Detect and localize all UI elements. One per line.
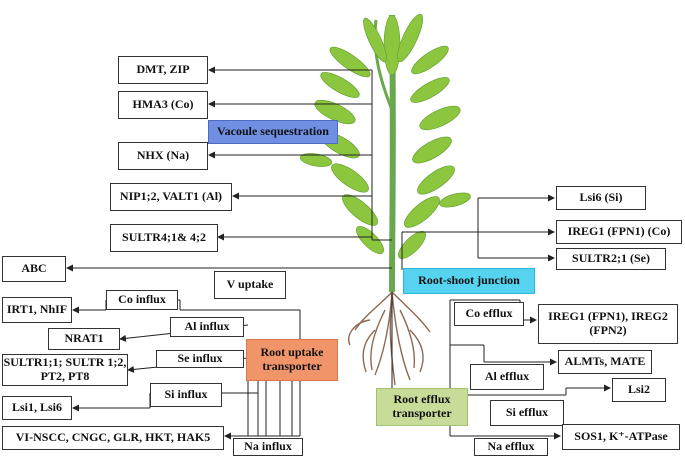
vi-nscc-box: VI-NSCC, CNGC, GLR, HKT, HAK5	[2, 426, 224, 450]
abc-label: ABC	[21, 261, 47, 276]
root-efflux-transporter-label: Root efflux transporter	[392, 392, 452, 420]
abc-box: ABC	[2, 256, 66, 282]
sultr4-box: SULTR4;1& 4;2	[110, 224, 218, 252]
lsi1-lsi6-label: Lsi1, Lsi6	[11, 400, 62, 415]
ireg1-ireg2-label: IREG1 (FPN1), IREG2 (FPN2)	[548, 309, 668, 337]
si-influx-label: Si influx	[164, 387, 208, 402]
nrat1-label: NRAT1	[64, 331, 104, 346]
se-influx-box: Se influx	[156, 350, 244, 368]
vi-nscc-label: VI-NSCC, CNGC, GLR, HKT, HAK5	[15, 430, 211, 445]
al-influx-label: Al influx	[184, 319, 230, 334]
nhx-label: NHX (Na)	[136, 148, 190, 163]
sultr1-label: SULTR1;1; SULTR 1;2, PT2, PT8	[3, 355, 127, 383]
si-efflux-label: Si efflux	[505, 405, 549, 420]
na-efflux-label: Na efflux	[487, 439, 535, 454]
ireg1-co-box: IREG1 (FPN1) (Co)	[556, 220, 682, 244]
nip-valt1-label: NIP1;2, VALT1 (Al)	[119, 189, 223, 204]
sultr2-label: SULTR2;1 (Se)	[572, 251, 650, 266]
v-uptake-label: V uptake	[226, 277, 274, 292]
root-shoot-junction-label: Root-shoot junction	[418, 273, 520, 288]
sultr1-box: SULTR1;1; SULTR 1;2, PT2, PT8	[2, 354, 128, 386]
lsi1-lsi6-box: Lsi1, Lsi6	[2, 396, 72, 420]
vacuole-sequestration-label: Vacoule sequestration	[217, 124, 329, 139]
hma3-label: HMA3 (Co)	[132, 97, 194, 112]
ireg1-ireg2-box: IREG1 (FPN1), IREG2 (FPN2)	[538, 304, 678, 344]
co-efflux-box: Co efflux	[454, 302, 524, 326]
almt-mate-box: ALMTs, MATE	[558, 350, 652, 374]
plant-illustration	[299, 13, 471, 386]
root-shoot-junction-box: Root-shoot junction	[403, 268, 535, 294]
sos1-label: SOS1, K⁺-ATPase	[574, 429, 668, 444]
ireg1-co-label: IREG1 (FPN1) (Co)	[567, 224, 671, 239]
vacuole-sequestration-box: Vacoule sequestration	[208, 120, 338, 144]
nrat1-box: NRAT1	[48, 328, 120, 350]
co-influx-label: Co influx	[118, 292, 166, 307]
na-influx-label: Na influx	[244, 439, 292, 454]
si-influx-box: Si influx	[150, 383, 222, 407]
root-efflux-transporter-box: Root efflux transporter	[376, 388, 468, 426]
hma3-box: HMA3 (Co)	[118, 91, 208, 119]
lsi2-label: Lsi2	[627, 382, 650, 397]
lsi6-si-label: Lsi6 (Si)	[579, 190, 623, 205]
root-uptake-transporter-box: Root uptake transporter	[246, 339, 338, 381]
sultr2-box: SULTR2;1 (Se)	[556, 248, 666, 270]
na-efflux-box: Na efflux	[474, 438, 548, 456]
almt-mate-label: ALMTs, MATE	[564, 354, 646, 369]
co-efflux-label: Co efflux	[465, 306, 513, 321]
al-efflux-box: Al efflux	[470, 364, 544, 390]
root-uptake-transporter-label: Root uptake transporter	[260, 345, 324, 373]
lsi6-si-box: Lsi6 (Si)	[556, 186, 646, 210]
dmt-zip-label: DMT, ZIP	[136, 62, 190, 77]
al-influx-box: Al influx	[170, 317, 244, 337]
nip-valt1-box: NIP1;2, VALT1 (Al)	[110, 183, 232, 211]
irt1-box: IRT1, NhIF	[2, 297, 72, 323]
se-influx-label: Se influx	[177, 351, 223, 366]
si-efflux-box: Si efflux	[490, 400, 564, 426]
co-influx-box: Co influx	[106, 290, 178, 310]
lsi2-box: Lsi2	[612, 378, 666, 402]
al-efflux-label: Al efflux	[484, 369, 530, 384]
nhx-box: NHX (Na)	[118, 142, 208, 170]
na-influx-box: Na influx	[233, 438, 303, 456]
sultr4-label: SULTR4;1& 4;2	[122, 230, 206, 245]
irt1-label: IRT1, NhIF	[6, 302, 68, 317]
sos1-box: SOS1, K⁺-ATPase	[562, 424, 680, 450]
dmt-zip-box: DMT, ZIP	[118, 56, 208, 84]
v-uptake-box: V uptake	[214, 271, 286, 299]
